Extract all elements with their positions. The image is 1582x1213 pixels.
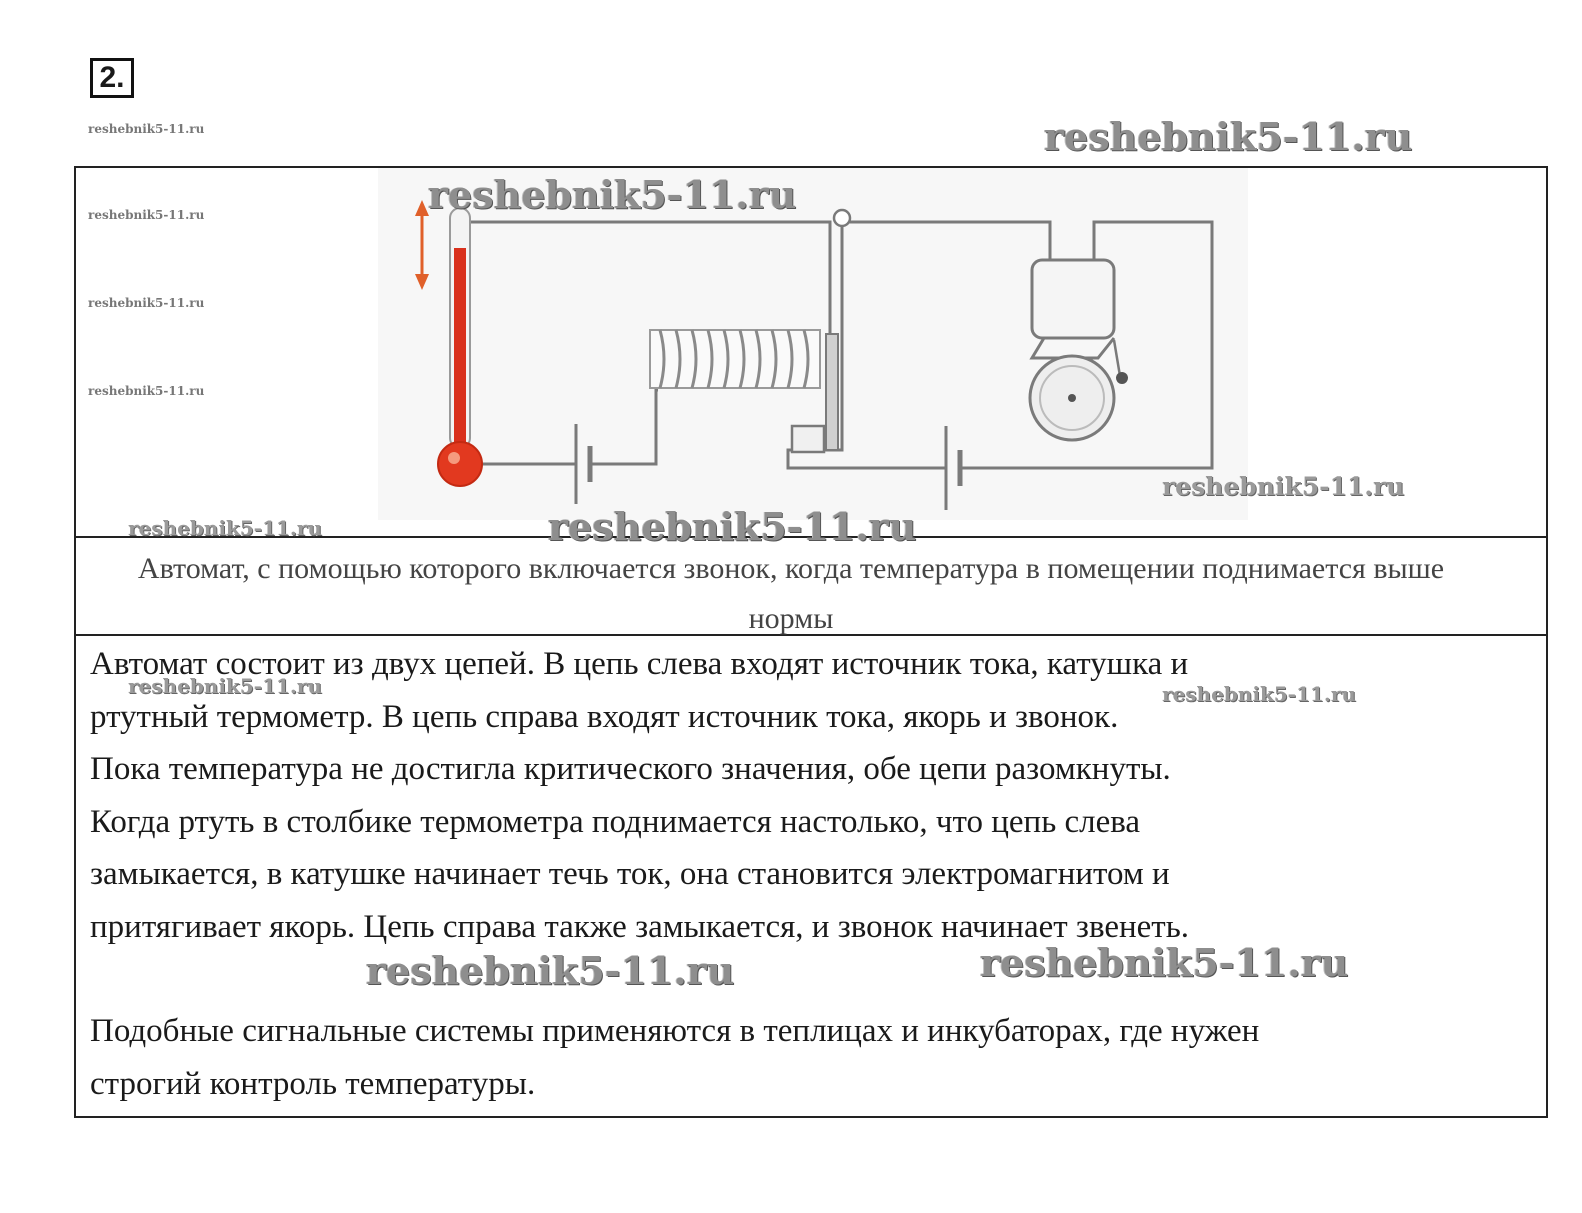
figure-caption: Автомат, с помощью которого включается з… <box>137 552 1445 635</box>
thermometer-icon <box>437 207 483 487</box>
mercury-column <box>454 248 466 458</box>
battery-right-icon <box>944 426 963 510</box>
answer-line: Пока температура не достигла критическог… <box>90 751 1171 787</box>
circuit-diagram <box>378 168 1248 520</box>
watermark: reshebnik5-11.ru <box>88 384 205 398</box>
answer-line: Когда ртуть в столбике термометра подним… <box>90 803 1141 840</box>
answer-frame <box>74 634 1548 1118</box>
contact-icon <box>790 424 826 454</box>
watermark: reshebnik5-11.ru <box>980 940 1349 985</box>
pivot-icon <box>832 208 852 228</box>
watermark: reshebnik5-11.ru <box>428 172 797 217</box>
battery-left-icon <box>574 424 593 504</box>
watermark: reshebnik5-11.ru <box>1162 682 1356 706</box>
right-circuit-wires <box>786 220 1214 470</box>
armature-icon <box>825 333 839 451</box>
watermark: reshebnik5-11.ru <box>88 122 205 136</box>
watermark: reshebnik5-11.ru <box>1044 114 1413 159</box>
task-number: 2. <box>90 58 134 98</box>
answer-line: Автомат состоит из двух цепей. В цепь сл… <box>90 646 1189 682</box>
thermometer-bulb <box>437 441 483 487</box>
conclusion-line: строгий контроль температуры. <box>90 1065 536 1102</box>
bell-icon <box>1028 258 1128 442</box>
watermark: reshebnik5-11.ru <box>366 948 735 993</box>
answer-line: ртутный термометр. В цепь справа входят … <box>90 698 1119 735</box>
answer-text: Автомат состоит из двух цепей. В цепь сл… <box>90 638 1510 1110</box>
watermark: reshebnik5-11.ru <box>128 674 322 698</box>
answer-line: замыкается, в катушке начинает течь ток,… <box>90 856 1170 892</box>
answer-line: притягивает якорь. Цепь справа также зам… <box>90 908 1190 945</box>
coil-icon <box>649 329 821 389</box>
watermark: reshebnik5-11.ru <box>128 516 322 540</box>
watermark: reshebnik5-11.ru <box>88 208 205 222</box>
watermark: reshebnik5-11.ru <box>88 296 205 310</box>
up-down-arrow-icon <box>415 200 429 290</box>
watermark: reshebnik5-11.ru <box>548 504 917 549</box>
conclusion-line: Подобные сигнальные системы применяются … <box>90 1013 1260 1049</box>
watermark: reshebnik5-11.ru <box>1162 472 1405 501</box>
